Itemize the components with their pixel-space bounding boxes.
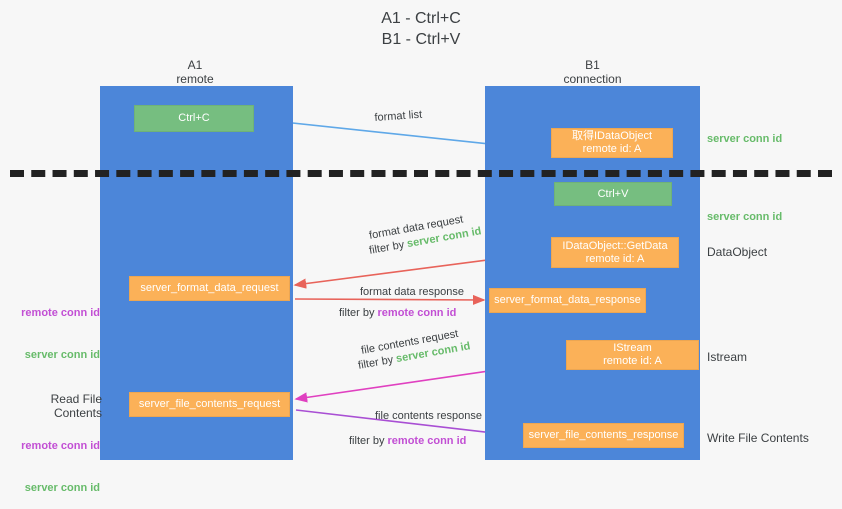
label-dataobject: DataObject: [707, 245, 768, 259]
lane-header-b1: B1 connection: [563, 58, 622, 86]
label-server-conn-id: server conn id: [24, 482, 100, 494]
box-server-format-data-response[interactable]: server_format_data_response: [489, 288, 646, 313]
label-conn-ids-file: remote conn id server conn id: [8, 411, 100, 509]
box-ctrl-c[interactable]: Ctrl+C: [134, 105, 254, 132]
box-get-idataobject-line1: 取得IDataObject: [571, 130, 653, 142]
box-istream[interactable]: IStream remote id: A: [566, 340, 699, 370]
box-server-file-contents-response-label: server_file_contents_response: [528, 429, 679, 441]
label-read-file-contents: Read File Contents: [50, 392, 102, 420]
box-istream-line1: IStream: [613, 342, 652, 354]
label-conn-ids-format: remote conn id server conn id: [8, 278, 100, 376]
box-getdata-line2: remote id: A: [585, 252, 645, 265]
box-istream-line2: remote id: A: [603, 355, 662, 367]
label-server-conn-id-top: server conn id: [707, 133, 783, 145]
box-server-file-contents-request-label: server_file_contents_request: [138, 398, 281, 410]
filter-value-remote-conn-id: remote conn id: [377, 307, 457, 319]
dashed-divider: [10, 170, 832, 177]
label-format-data-response: format data response: [360, 286, 464, 298]
label-remote-conn-id: remote conn id: [21, 307, 100, 319]
arrow-format-data-response: [294, 294, 486, 306]
label-server-conn-id: server conn id: [24, 349, 100, 361]
label-server-conn-id-mid: server conn id: [707, 211, 783, 223]
lane-header-a1: A1 remote: [176, 58, 214, 86]
box-ctrl-c-label: Ctrl+C: [178, 112, 210, 124]
label-remote-conn-id: remote conn id: [21, 440, 100, 452]
filter-prefix: filter by: [349, 435, 388, 447]
arrow-file-contents-response: [295, 409, 521, 440]
box-server-file-contents-request[interactable]: server_file_contents_request: [129, 392, 290, 417]
box-server-format-data-response-label: server_format_data_response: [494, 294, 641, 306]
box-ctrl-v-label: Ctrl+V: [597, 187, 629, 200]
box-get-idataobject-line2: remote id: A: [582, 143, 642, 155]
box-get-idataobject[interactable]: 取得IDataObject remote id: A: [551, 128, 673, 158]
box-getdata-line1: IDataObject::GetData: [562, 239, 668, 252]
page-title: A1 - Ctrl+C B1 - Ctrl+V: [381, 10, 461, 48]
label-format-data-response-filter: filter by remote conn id: [339, 306, 456, 321]
box-ctrl-v[interactable]: Ctrl+V: [554, 182, 672, 206]
box-server-format-data-request[interactable]: server_format_data_request: [129, 276, 290, 301]
label-file-contents-response: file contents response: [375, 410, 483, 422]
label-istream: Istream: [707, 350, 748, 364]
label-file-contents-response-filter: filter by remote conn id: [349, 434, 466, 449]
box-idataobject-getdata[interactable]: IDataObject::GetData remote id: A: [551, 237, 679, 268]
filter-prefix: filter by: [339, 307, 378, 319]
filter-value-remote-conn-id: remote conn id: [387, 435, 467, 447]
box-server-format-data-request-label: server_format_data_request: [140, 282, 279, 294]
label-write-file-contents: Write File Contents: [707, 431, 809, 445]
box-server-file-contents-response[interactable]: server_file_contents_response: [523, 423, 684, 448]
